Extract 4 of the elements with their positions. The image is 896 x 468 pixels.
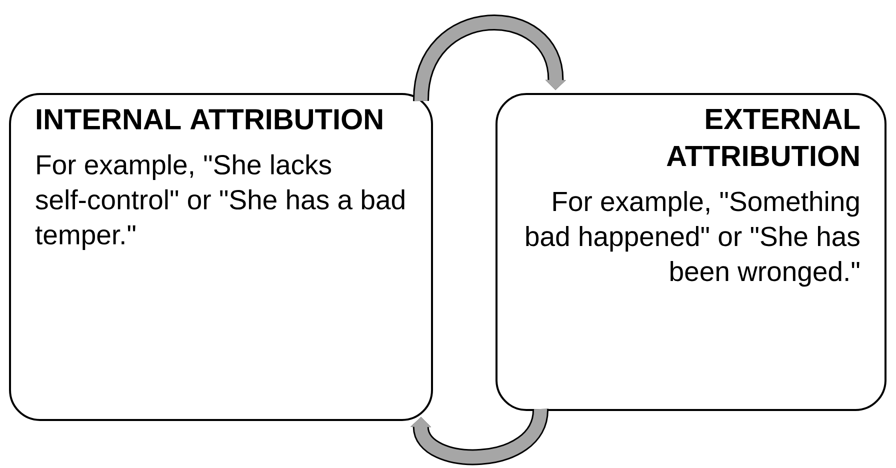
curved-arrow: [413, 14, 566, 102]
curved-arrow: [410, 408, 548, 465]
text-box: INTERNAL ATTRIBUTION For example, "She lacks self-control" or "She has a bad temper.": [9, 93, 433, 421]
text-box: EXTERNAL ATTRIBUTION For example, "Something bad happened" or "She has been wronged.": [496, 93, 886, 411]
